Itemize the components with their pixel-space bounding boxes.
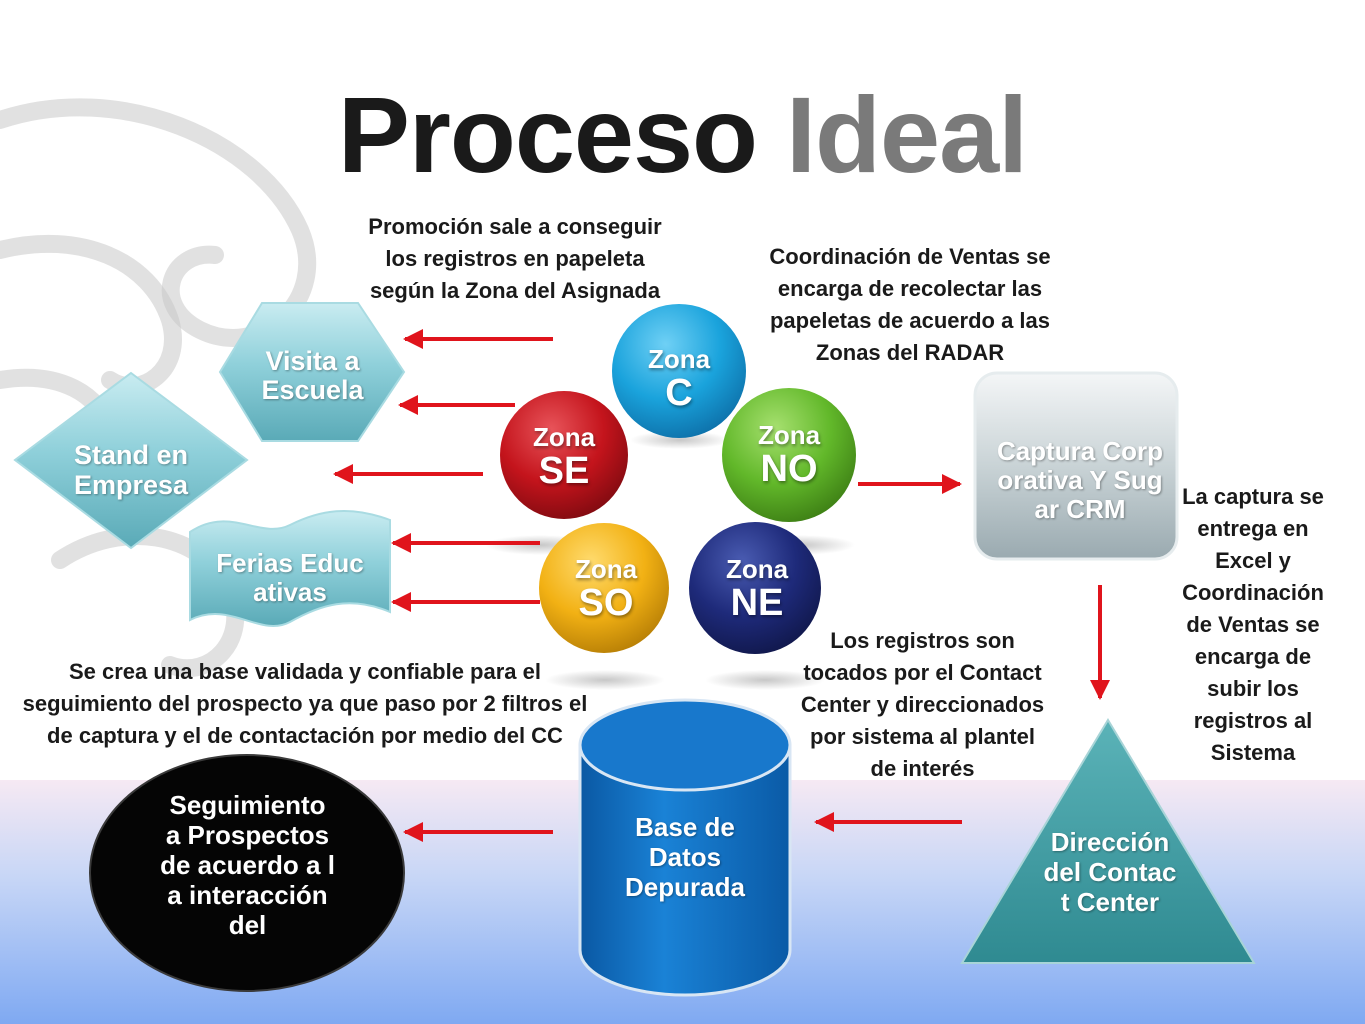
zona-c-circle[interactable]	[612, 304, 746, 438]
seguimiento-label: Seguimiento a Prospectos de acuerdo a la…	[160, 790, 335, 940]
page-title: Proceso Ideal	[0, 70, 1365, 200]
zone-shadow	[705, 670, 825, 690]
zona-ne-circle[interactable]	[689, 522, 821, 654]
zona-so-circle[interactable]	[539, 523, 669, 653]
stand-empresa-label: Stand en Empresa	[73, 440, 189, 500]
base-datos-cylinder[interactable]	[578, 698, 792, 997]
base-datos-label: Base de Datos Depurada	[625, 812, 745, 902]
direccion-contact-center-label: Dirección del Contact Center	[1043, 827, 1177, 917]
captura-corporativa-label: Captura Corporativa Y Sugar CRM	[996, 435, 1164, 524]
note-base-validada: Se crea una base validada y confiable pa…	[22, 659, 588, 748]
visita-escuela-label: Visita a Escuela	[261, 346, 364, 405]
title-part-2: Ideal	[786, 74, 1028, 195]
note-registros: Los registros son tocados por el Contact…	[800, 628, 1045, 781]
visita-escuela-hexagon[interactable]	[218, 302, 406, 442]
note-coordinacion: Coordinación de Ventas se encarga de rec…	[769, 244, 1051, 365]
zone-shadow	[630, 431, 730, 449]
title-part-1: Proceso	[337, 74, 758, 195]
zona-no-circle[interactable]	[722, 388, 856, 522]
note-captura-excel: La captura se entrega en Excel y Coordin…	[1182, 484, 1324, 765]
captura-corporativa-box[interactable]	[973, 371, 1179, 561]
ferias-educativas-banner[interactable]	[189, 510, 391, 628]
zone-shadow	[545, 670, 665, 690]
stand-empresa-diamond[interactable]	[13, 371, 249, 550]
direccion-contact-center-triangle[interactable]	[960, 718, 1256, 964]
note-promocion: Promoción sale a conseguir los registros…	[368, 214, 662, 303]
zona-se-circle[interactable]	[500, 391, 628, 519]
ferias-educativas-label: Ferias Educativas	[216, 548, 364, 607]
seguimiento-ellipse[interactable]	[89, 754, 405, 992]
